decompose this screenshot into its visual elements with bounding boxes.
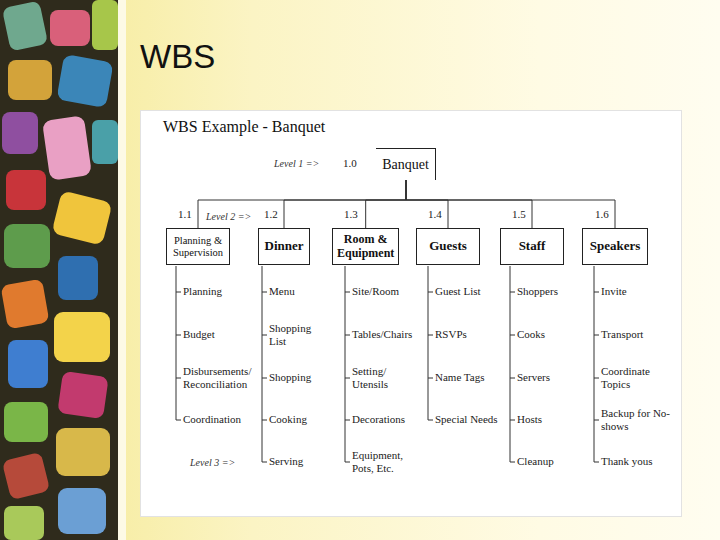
work-package: Menu xyxy=(269,285,295,298)
tree-connector xyxy=(406,180,615,228)
work-package: Invite xyxy=(601,285,627,298)
graphic-part xyxy=(345,266,350,462)
slide-title: WBS xyxy=(140,38,215,76)
graphic-part xyxy=(56,54,113,108)
work-package: Backup for No-shows xyxy=(601,407,671,433)
level-marker: Level 2 => xyxy=(206,210,251,223)
graphic-part xyxy=(58,256,98,300)
wbs-box: Staff xyxy=(500,228,564,265)
work-package: Shopping xyxy=(269,371,311,384)
graphic-part xyxy=(262,266,267,462)
graphic-part xyxy=(51,190,112,245)
graphic-part xyxy=(4,506,44,540)
wbs-number: 1.5 xyxy=(512,208,526,221)
graphic-part xyxy=(510,266,515,462)
graphic-part xyxy=(428,266,433,420)
work-package: Site/Room xyxy=(352,285,399,298)
level-marker: Level 3 => xyxy=(190,456,235,469)
graphic-part xyxy=(118,0,126,540)
work-package: Name Tags xyxy=(435,371,484,384)
work-package: Coordination xyxy=(183,413,241,426)
box-label: Planning & Supervision xyxy=(170,235,226,258)
box-label: Room & Equipment xyxy=(336,233,395,259)
box-label: Staff xyxy=(519,239,546,253)
work-package: Budget xyxy=(183,328,215,341)
wbs-number: 1.2 xyxy=(264,208,278,221)
graphic-part xyxy=(54,312,110,362)
tree-connector xyxy=(198,180,406,228)
work-package: Tables/Chairs xyxy=(352,328,412,341)
graphic-part xyxy=(2,1,48,52)
graphic-part xyxy=(6,170,46,210)
graphic-part xyxy=(4,224,50,268)
tree-connector xyxy=(366,180,406,228)
graphic-part xyxy=(92,0,118,50)
graphic-part xyxy=(57,371,108,419)
work-package: Shopping List xyxy=(269,322,323,348)
work-package: Serving xyxy=(269,455,303,468)
wbs-number: 1.1 xyxy=(178,208,192,221)
wbs-box: Planning & Supervision xyxy=(166,228,230,265)
box-label: Speakers xyxy=(590,239,641,253)
root-box: Banquet xyxy=(376,148,436,180)
work-package: Coordinate Topics xyxy=(601,365,663,391)
graphic-part xyxy=(42,115,92,180)
graphic-part xyxy=(0,279,49,330)
work-package: Guest List xyxy=(435,285,481,298)
work-package: Cleanup xyxy=(517,455,554,468)
graphic-part xyxy=(4,402,48,442)
work-package: Shoppers xyxy=(517,285,558,298)
box-label: Dinner xyxy=(265,239,304,253)
graphic-part xyxy=(56,428,110,476)
wbs-number: 1.3 xyxy=(344,208,358,221)
diagram-heading: WBS Example - Banquet xyxy=(163,118,325,136)
work-package: Equipment, Pots, Etc. xyxy=(352,449,418,475)
tree-connector xyxy=(406,180,532,228)
graphic-part xyxy=(50,10,90,46)
work-package: Planning xyxy=(183,285,222,298)
graphic-part xyxy=(92,120,118,164)
graphic-part xyxy=(0,0,120,540)
graphic-part xyxy=(8,60,52,100)
work-package: Cooks xyxy=(517,328,545,341)
graphic-part xyxy=(2,112,38,154)
work-package: Decorations xyxy=(352,413,405,426)
wbs-box: Dinner xyxy=(258,228,310,265)
graphic-part xyxy=(594,266,599,462)
wbs-number: 1.4 xyxy=(428,208,442,221)
tree-connector xyxy=(284,180,406,228)
tree-connector xyxy=(406,180,448,228)
work-package: Setting/ Utensils xyxy=(352,365,412,391)
level-marker: Level 1 => xyxy=(274,157,319,170)
work-package: Hosts xyxy=(517,413,542,426)
box-label: Guests xyxy=(429,239,467,253)
work-package: Disbursements/ Reconciliation xyxy=(183,365,259,391)
graphic-part xyxy=(2,452,50,500)
work-package: Special Needs xyxy=(435,413,498,426)
work-package: Servers xyxy=(517,371,550,384)
box-label: Banquet xyxy=(382,157,429,172)
wbs-number: 1.6 xyxy=(595,208,609,221)
work-package: Thank yous xyxy=(601,455,653,468)
wbs-box: Guests xyxy=(416,228,480,265)
graphic-part xyxy=(176,266,599,462)
wbs-number: 1.0 xyxy=(343,157,357,170)
work-package: Cooking xyxy=(269,413,307,426)
work-package: Transport xyxy=(601,328,643,341)
work-package: RSVPs xyxy=(435,328,467,341)
graphic-part xyxy=(8,340,48,388)
graphic-part xyxy=(176,266,181,420)
graphic-part xyxy=(58,488,106,534)
wbs-box: Room & Equipment xyxy=(332,228,399,265)
wbs-box: Speakers xyxy=(582,228,648,265)
